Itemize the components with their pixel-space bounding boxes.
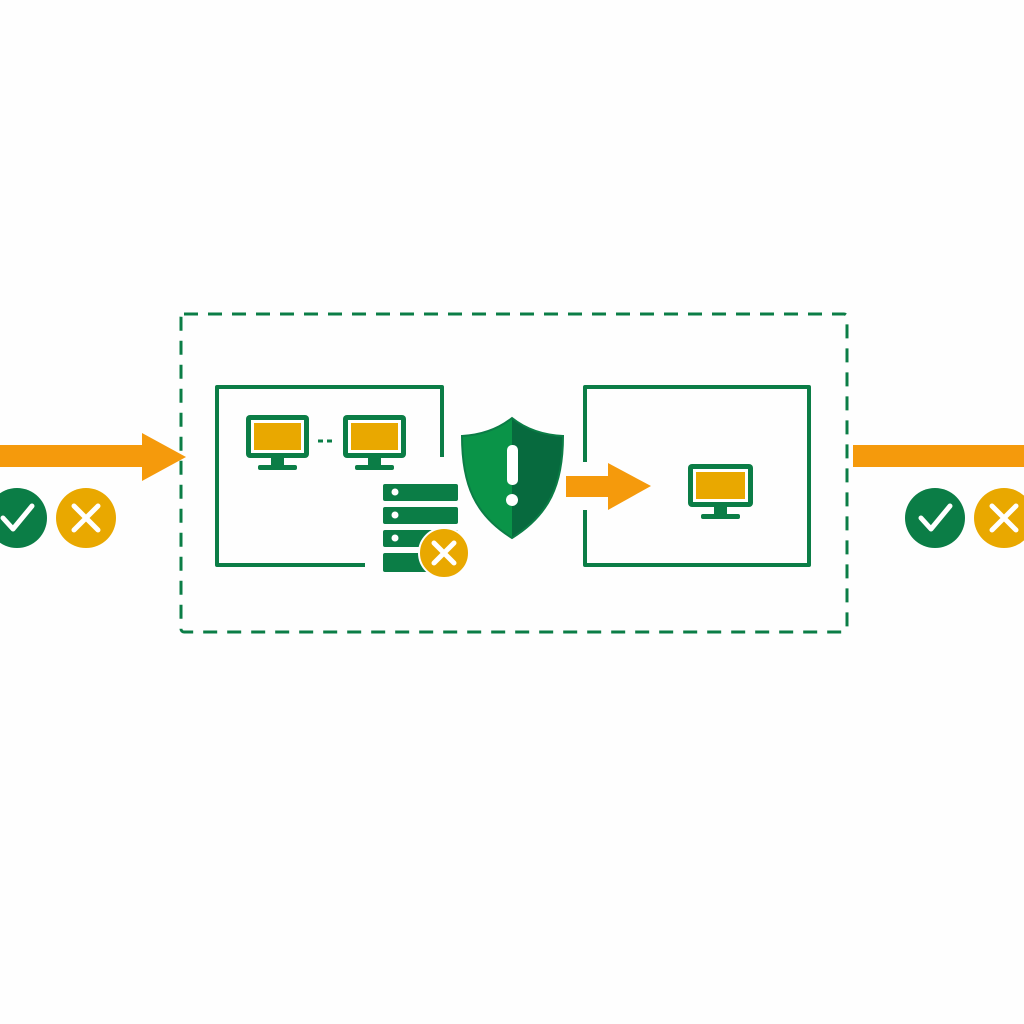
workstation-monitor-icon bbox=[246, 415, 309, 470]
incoming-arrow-icon bbox=[0, 433, 186, 481]
protected-zone-box bbox=[583, 385, 811, 567]
right-x-badge-icon bbox=[974, 488, 1024, 548]
internal-zone-box bbox=[215, 385, 444, 567]
network-perimeter-boundary bbox=[179, 312, 849, 634]
outgoing-arrow-icon bbox=[853, 445, 1024, 467]
shield-exclamation-icon bbox=[460, 416, 565, 540]
forward-arrow-icon bbox=[566, 463, 651, 510]
workstation-monitor-icon bbox=[343, 415, 406, 470]
left-check-badge-icon bbox=[0, 488, 47, 548]
server-blocked-x-icon bbox=[418, 527, 470, 579]
protected-monitor-icon bbox=[688, 464, 753, 519]
right-check-badge-icon bbox=[905, 488, 965, 548]
left-x-badge-icon bbox=[56, 488, 116, 548]
